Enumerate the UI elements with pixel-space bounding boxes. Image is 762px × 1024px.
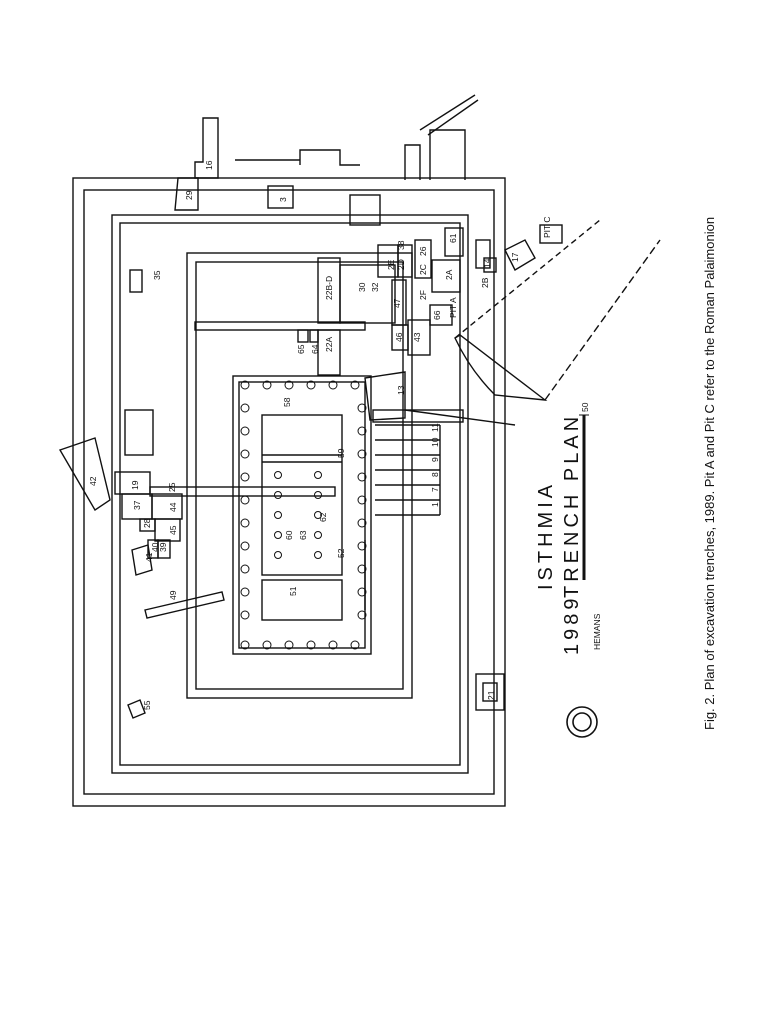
trench-label-44: 44 [168,502,178,512]
trench-label-62: 62 [318,512,328,522]
trench-label-22a: 22A [324,337,334,352]
trench-label-47: 47 [392,298,402,308]
plan-subtitle: TRENCH PLAN [561,413,583,598]
trench-21 [475,673,505,711]
credit-label: HEMANS [592,613,602,650]
temple-stylobate-inner [238,381,366,649]
trench-label-17: 17 [510,252,520,262]
trench-label-64: 64 [310,344,320,354]
trench-label-1: 1 [430,502,440,507]
trench-label-25: 25 [167,482,177,492]
temple-cella [261,414,343,576]
trench-label-52: 52 [336,548,346,558]
trench-29 [174,177,199,211]
trench-label-55: 55 [142,700,152,710]
trench-label-49: 49 [168,590,178,600]
trench-13 [364,371,406,421]
trench-label-41: 41 [144,552,154,562]
trench-label-63: 63 [298,530,308,540]
plan-title: ISTHMIA [535,481,557,590]
temple-stylobate [232,375,372,655]
trench-label-26: 26 [418,246,428,256]
trench-42 [58,437,111,511]
temple-platform-inner [195,261,404,690]
trench-label-19: 19 [130,480,140,490]
trench-label-9: 9 [430,457,440,462]
trench-label-2b: 2B [480,277,490,288]
trench-label-37: 37 [132,500,142,510]
trench-label-13: 13 [396,385,406,395]
trench-label-30: 30 [357,282,367,292]
trench-55 [127,699,146,719]
trench-label-40: 40 [150,542,160,552]
trench-label-38: 38 [396,240,406,250]
plan-subtitle-year: 1989 [561,595,583,656]
trench-label-2c: 2C [418,264,428,275]
trench-41 [131,544,153,576]
trench-label-66: 66 [432,310,442,320]
trench-label-2d: 2D [396,259,406,270]
trench-label-60: 60 [284,530,294,540]
trench-label-28: 28 [142,518,152,528]
temple-pronaos [261,579,343,621]
trench-label-2f: 2F [418,290,428,300]
trench-label-2a: 2A [444,269,454,280]
trench-label-3: 3 [278,197,288,202]
middle-enclosure [111,214,469,774]
trench-label-22b-d: 22B-D [324,276,334,300]
trench-label-42: 42 [88,476,98,486]
trench-3 [267,185,294,209]
trench-label-pit-c: PIT C [542,216,552,238]
trench-label-29: 29 [184,190,194,200]
trench-label-10: 10 [430,437,440,447]
figure-caption: Fig. 2. Plan of excavation trenches, 198… [702,217,717,730]
trench-22a [317,329,341,376]
temple-columns [240,380,367,650]
outer-wall [72,177,506,807]
trench-label-61: 61 [448,233,458,243]
temple-platform-outer [186,252,413,699]
trench-35 [129,269,143,293]
trench-label-65: 65 [296,344,306,354]
trench-49 [144,591,225,619]
trench-label-16: 16 [204,160,214,170]
trench-label-8: 8 [430,472,440,477]
trench-label-21: 21 [486,690,496,700]
scale-bar [579,414,589,580]
trench-label-14: 14 [482,258,492,268]
trench-label-45: 45 [168,525,178,535]
trench-label-59: 59 [336,448,346,458]
trench-label-35: 35 [152,270,162,280]
north-symbol [566,706,598,738]
trench-label-32: 32 [370,282,380,292]
trench-17 [504,239,536,271]
trench-label-2e: 2E [386,259,396,270]
east-trench-strips [375,424,441,516]
trench-label-43: 43 [412,332,422,342]
trench-label-39: 39 [158,542,168,552]
trench-label-58: 58 [282,397,292,407]
trench-label-51: 51 [288,586,298,596]
trench-label-11: 11 [430,423,440,432]
trench-label-46: 46 [394,332,404,342]
trench-label-pit-a: PIT A [448,297,458,318]
scale-label: 50 [580,402,590,412]
trench-label-7: 7 [430,487,440,492]
